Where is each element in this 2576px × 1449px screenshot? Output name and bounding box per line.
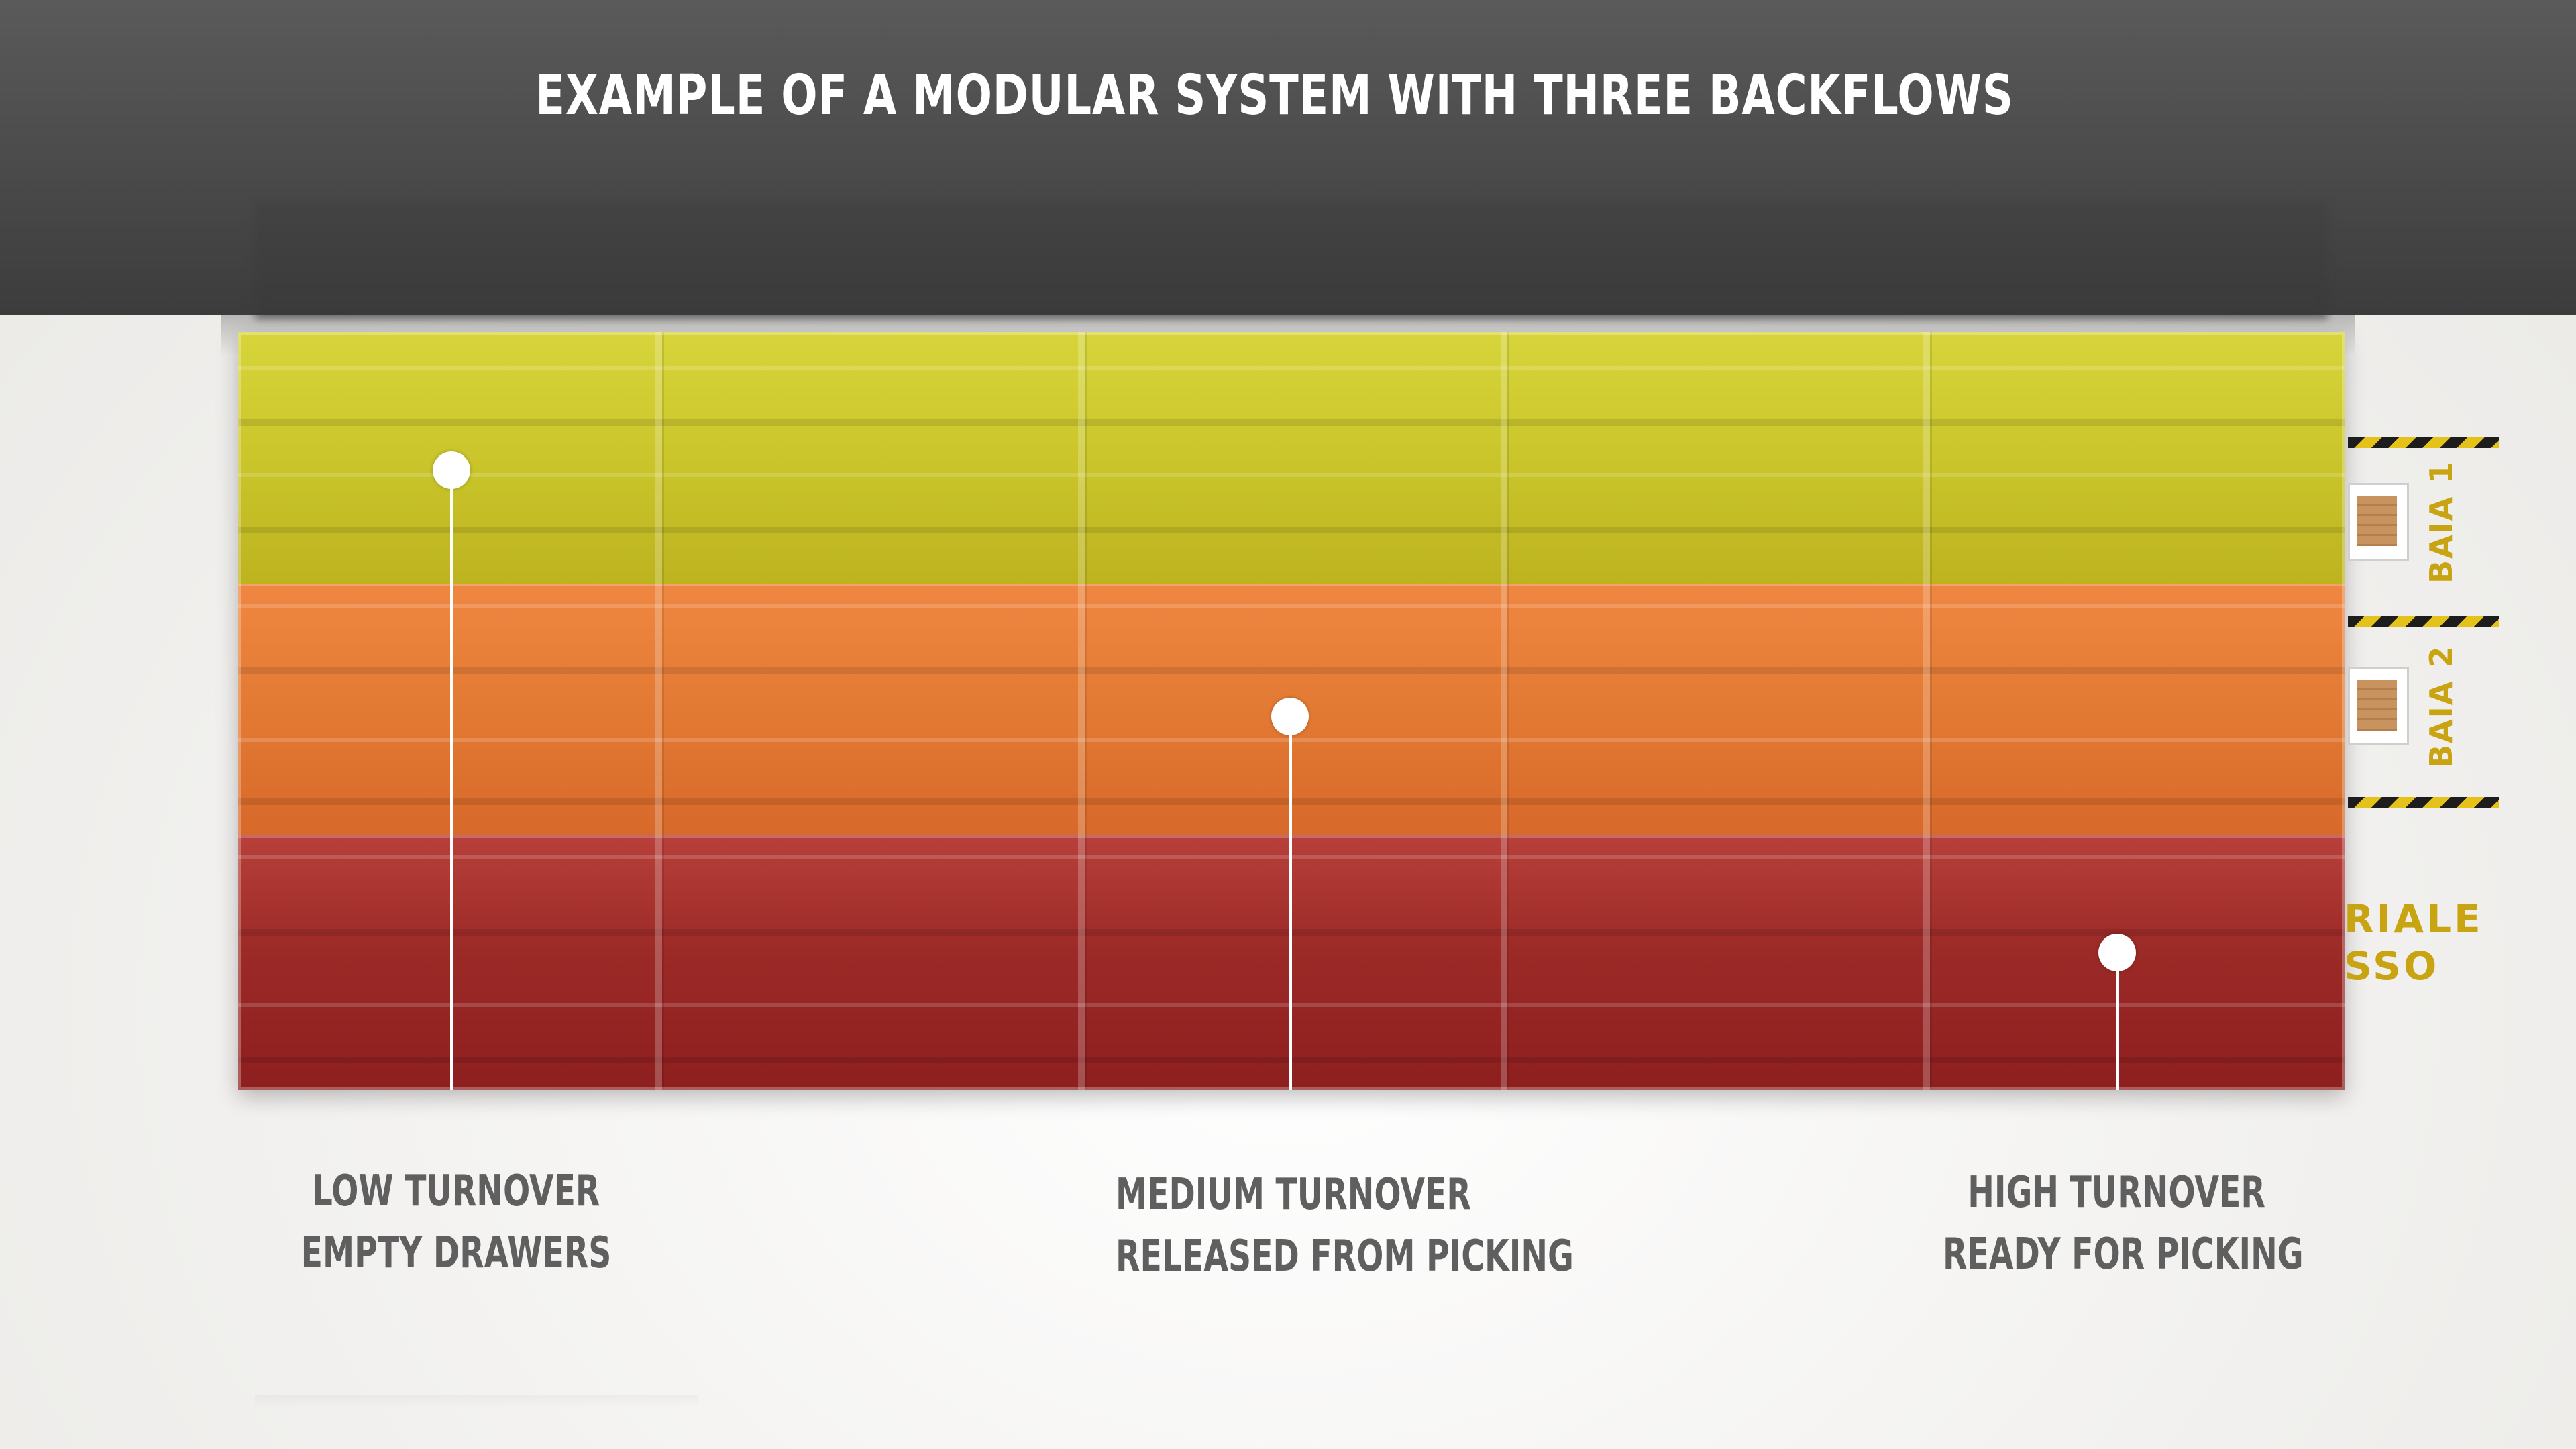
caption-low-turnover: LOW TURNOVER EMPTY DRAWERS [282,1161,630,1284]
caption-high-turnover: HIGH TURNOVER READY FOR PICKING [1943,1162,2304,1285]
rack-column-divider [1923,332,1930,1090]
bay-2-label: BAIA 2 [2423,645,2459,768]
band-low-turnover [238,332,2345,584]
bay-2-crate [2357,680,2397,731]
ceiling-shadow [255,201,2328,319]
bay-2-station [2348,667,2409,745]
rack-column-divider [1078,332,1085,1090]
bay-barrier [2348,616,2499,627]
bay-barrier [2348,797,2499,808]
floor-edge [255,1395,698,1409]
callout-leader-medium-turnover [1289,716,1292,1090]
rack-column-divider [655,332,662,1090]
caption-high-turnover-line-1: HIGH TURNOVER [1968,1168,2265,1218]
caption-medium-turnover-line-1: MEDIUM TURNOVER [1116,1170,1471,1220]
caption-high-turnover-line-2: READY FOR PICKING [1943,1230,2304,1279]
bay-1-label: BAIA 1 [2423,460,2459,584]
bay-1-crate [2357,496,2397,546]
caption-medium-turnover-line-2: RELEASED FROM PICKING [1116,1232,1574,1281]
floor-marking-line-1: RIALE [2344,896,2483,942]
callout-leader-low-turnover [450,470,453,1090]
floor-marking-line-2: SSO [2344,943,2440,989]
diagram-title: EXAMPLE OF A MODULAR SYSTEM WITH THREE B… [535,64,2014,127]
callout-leader-high-turnover [2116,953,2119,1090]
floor-marking-text: RIALE SSO [2344,896,2483,989]
rack-column-divider [1501,332,1507,1090]
caption-low-turnover-line-1: LOW TURNOVER [312,1167,600,1216]
caption-low-turnover-line-2: EMPTY DRAWERS [301,1228,612,1278]
bay-1-station [2348,483,2409,561]
bay-barrier [2348,437,2499,448]
caption-medium-turnover: MEDIUM TURNOVER RELEASED FROM PICKING [1116,1164,1574,1287]
